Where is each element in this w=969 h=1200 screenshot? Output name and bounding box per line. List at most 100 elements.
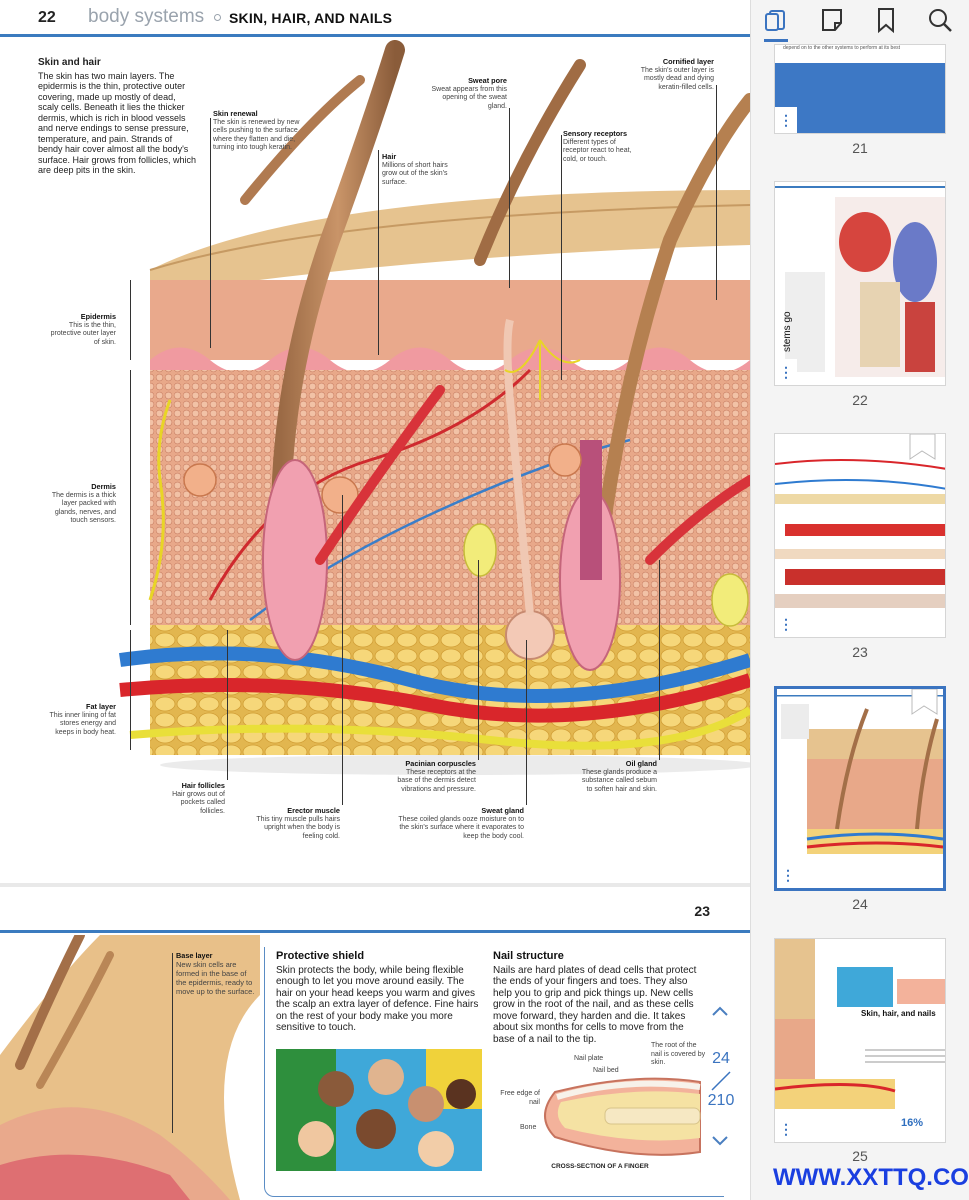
label-nail-root: The root of the nail is covered by skin. [651,1042,706,1066]
finger-caption: CROSS-SECTION OF A FINGER [551,1163,649,1170]
section-heading: Nail structure [493,950,564,962]
more-options-icon[interactable]: ⋮ [775,359,797,385]
leader-line [227,630,228,780]
tab-notes[interactable] [817,5,847,35]
page-number: 23 [694,903,710,919]
section-name: body systems [88,6,205,27]
label-hair: Hair Millions of short hairs grow out of… [382,152,452,187]
skin-closeup-illustration [0,935,260,1200]
label-oil-gland: Oil gland These glands produce a substan… [577,759,657,794]
thumbnail-page-24[interactable]: ⋮ [774,686,946,891]
intro-text: Skin and hair The skin has two main laye… [38,57,198,176]
skin-cross-section-illustration [119,40,750,775]
label-fat-layer: Fat layer This inner lining of fat store… [48,702,116,737]
next-page-button[interactable] [710,1130,730,1150]
leader-line [342,495,343,805]
tab-thumbnails[interactable] [761,5,791,42]
label-title: Hair [382,152,397,161]
page-header: 22 body systems SKIN, HAIR, AND NAILS [0,0,750,37]
svg-text:stems go: stems go [782,311,793,352]
label-text: The skin's outer layer is mostly dead an… [640,66,714,91]
label-text: The dermis is a thick layer packed with … [51,491,116,525]
thumb-image [777,689,943,888]
label-skin-renewal: Skin renewal The skin is renewed by new … [213,109,303,153]
current-page-number[interactable]: 24 [712,1050,730,1067]
leader-line [378,150,379,355]
content-box [264,947,724,1197]
thumb-image [775,434,945,637]
label-title: Oil gland [625,759,657,768]
thumbnail-label: 21 [852,140,868,156]
page-navigator: 24 210 [706,1000,734,1160]
children-photo [276,1049,482,1171]
label-erector-muscle: Erector muscle This tiny muscle pulls ha… [255,806,340,841]
notes-icon [822,9,842,31]
thumbnail-page-23[interactable]: ⋮ [774,433,946,638]
thumbnail-page-21[interactable]: depend on to the other systems to perfor… [774,44,946,134]
more-options-icon[interactable]: ⋮ [775,1116,797,1142]
thumb-title: Skin, hair, and nails [861,1009,936,1018]
label-free-edge: Free edge of nail [500,1090,540,1106]
label-text: The skin is renewed by new cells pushing… [213,118,300,152]
label-text: Sweat appears from this opening of the s… [431,85,507,110]
total-page-count: 210 [707,1092,735,1109]
thumbnail-label: 25 [852,1148,868,1164]
label-bone: Bone [520,1124,537,1131]
thumb-image [775,63,945,133]
document-viewer[interactable]: 22 body systems SKIN, HAIR, AND NAILS [0,0,750,1200]
label-title: Fat layer [85,702,116,711]
tab-bookmarks[interactable] [871,5,901,35]
label-text: New skin cells are formed in the base of… [176,960,255,996]
page-22: 22 body systems SKIN, HAIR, AND NAILS [0,0,750,883]
label-title: Erector muscle [287,806,340,815]
watermark: WWW.XXTTQ.COM [773,1164,969,1191]
label-text: Different types of receptor react to hea… [563,138,632,163]
thumb-stat: 16% [901,1117,924,1129]
thumbnail-page-22[interactable]: stems go ⋮ [774,181,946,386]
leader-line [526,640,527,805]
page-number: 22 [38,9,56,26]
label-pacinian-corpuscles: Pacinian corpuscles These receptors at t… [390,759,476,794]
label-title: Hair follicles [181,781,225,790]
leader-line [478,560,479,760]
section-body: Nails are hard plates of dead cells that… [493,964,697,1045]
thumb-snippet: depend on to the other systems to perfor… [783,45,901,51]
leader-line [509,108,510,288]
leader-line [716,85,717,300]
label-text: Hair grows out of pockets called follicl… [172,790,225,815]
label-sensory-receptors: Sensory receptors Different types of rec… [563,129,643,164]
leader-line [659,560,660,760]
label-title: Sweat gland [481,806,524,815]
bracket-dermis [130,370,131,625]
previous-page-button[interactable] [710,1002,730,1022]
thumb-image [775,939,945,1142]
label-text: Millions of short hairs grow out of the … [382,161,448,186]
label-hair-follicles: Hair follicles Hair grows out of pockets… [158,781,225,816]
label-title: Sweat pore [468,76,507,85]
separator-dot [214,14,221,21]
thumbnail-page-25[interactable]: Skin, hair, and nails 16% ⋮ [774,938,946,1143]
thumbnail-label: 22 [852,392,868,408]
chevron-down-icon [712,1136,728,1146]
label-base-layer: Base layer New skin cells are formed in … [176,951,256,996]
bracket-fat [130,630,131,750]
thumbnail-label: 24 [852,896,868,912]
label-text: This tiny muscle pulls hairs upright whe… [256,815,340,840]
leader-line [210,118,211,348]
intro-heading: Skin and hair [38,57,101,68]
tab-search[interactable] [925,5,955,35]
thumbnail-sidebar: depend on to the other systems to perfor… [750,0,969,1200]
page-23: 23 Base layer New skin cells are formed … [0,887,750,1200]
more-options-icon[interactable]: ⋮ [777,862,799,888]
label-sweat-gland: Sweat gland These coiled glands ooze moi… [398,806,524,841]
leader-line [561,135,562,380]
label-dermis: Dermis The dermis is a thick layer packe… [38,482,116,526]
more-options-icon[interactable]: ⋮ [775,107,797,133]
page-title: SKIN, HAIR, AND NAILS [229,10,393,26]
thumbnail-label: 23 [852,644,868,660]
intro-body: The skin has two main layers. The epider… [38,70,197,176]
thumbnails-icon [765,10,785,31]
page-separator-slash [711,1071,731,1091]
header-rule [0,930,750,933]
more-options-icon[interactable]: ⋮ [775,611,797,637]
